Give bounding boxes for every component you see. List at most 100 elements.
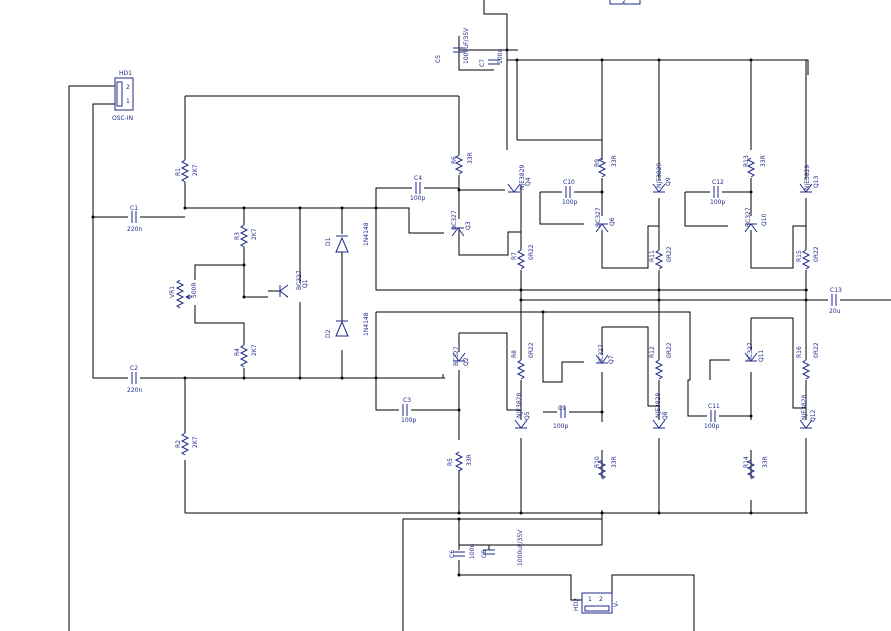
svg-text:100n: 100n xyxy=(469,544,476,559)
svg-text:NJE3828: NJE3828 xyxy=(516,392,523,418)
junctions xyxy=(91,48,808,577)
transistor-q5: NJE3828 Q5 xyxy=(514,392,531,429)
svg-text:1N4148: 1N4148 xyxy=(363,312,370,336)
resistor-r12: R12 0R22 xyxy=(649,342,673,380)
hd2-pin1: 1 xyxy=(588,596,592,603)
svg-text:Q1: Q1 xyxy=(302,279,309,288)
svg-text:R12: R12 xyxy=(649,346,656,358)
svg-text:R15: R15 xyxy=(796,250,803,262)
svg-text:BC327: BC327 xyxy=(296,270,303,290)
hd1-name: OSC-IN xyxy=(112,115,133,122)
svg-text:BC327: BC327 xyxy=(747,342,754,362)
svg-text:Q12: Q12 xyxy=(810,409,817,422)
svg-text:C11: C11 xyxy=(708,403,720,410)
svg-text:C9: C9 xyxy=(558,405,566,412)
svg-text:Q6: Q6 xyxy=(609,217,616,226)
capacitor-c13: C13 20u xyxy=(829,287,842,315)
svg-text:C5: C5 xyxy=(435,55,442,63)
resistor-r9: R9 33R xyxy=(594,155,618,178)
svg-text:Q9: Q9 xyxy=(665,177,672,186)
resistor-r15: R15 0R22 xyxy=(796,246,820,270)
svg-text:R7: R7 xyxy=(511,252,518,260)
svg-text:100p: 100p xyxy=(410,195,425,202)
hd1-pin1: 1 xyxy=(126,98,130,105)
svg-text:R2: R2 xyxy=(175,440,182,448)
svg-text:1000uF/35V: 1000uF/35V xyxy=(517,529,524,566)
resistor-r5: R5 33R xyxy=(447,451,473,472)
svg-text:100p: 100p xyxy=(704,423,719,430)
capacitor-c10: C10 100p xyxy=(562,179,577,206)
resistor-r13: R13 33R xyxy=(743,155,767,178)
svg-text:0R22: 0R22 xyxy=(666,246,673,262)
svg-text:BC327: BC327 xyxy=(453,346,460,366)
svg-text:33R: 33R xyxy=(611,456,618,468)
svg-text:Q13: Q13 xyxy=(813,175,820,188)
svg-text:R9: R9 xyxy=(594,159,601,167)
transistor-q11: BC327 Q11 xyxy=(744,342,765,362)
svg-text:D2: D2 xyxy=(325,329,332,338)
svg-text:D1: D1 xyxy=(325,237,332,246)
svg-text:33R: 33R xyxy=(611,155,618,167)
resistor-r4: R4 2K7 xyxy=(234,344,258,368)
wires xyxy=(68,0,891,631)
svg-text:Q2: Q2 xyxy=(463,357,470,366)
resistor-r14: R14 33R xyxy=(743,456,769,480)
svg-text:R16: R16 xyxy=(796,346,803,358)
hd1-ref: HD1 xyxy=(119,70,132,77)
hd2-pin2: 2 xyxy=(599,596,603,603)
resistor-r8: R8 0R22 xyxy=(511,342,535,380)
svg-text:C7: C7 xyxy=(479,59,486,67)
resistor-r2: R2 2K7 xyxy=(175,432,199,456)
transistor-q9: NJE3829 Q9 xyxy=(652,162,672,193)
capacitor-c7: C7 100n xyxy=(479,49,504,67)
svg-text:Q5: Q5 xyxy=(524,411,531,420)
svg-text:0R22: 0R22 xyxy=(528,342,535,358)
svg-text:C8: C8 xyxy=(481,550,488,558)
svg-text:2K7: 2K7 xyxy=(192,164,199,176)
resistor-r3: R3 2K7 xyxy=(234,224,258,248)
transistor-q8: NJE3828 Q8 xyxy=(652,392,669,429)
resistor-r11: R11 0R22 xyxy=(649,246,673,270)
svg-text:NJE3829: NJE3829 xyxy=(519,164,526,190)
svg-text:Q4: Q4 xyxy=(525,177,532,186)
svg-text:C2: C2 xyxy=(130,365,138,372)
svg-text:100p: 100p xyxy=(562,199,577,206)
svg-text:R3: R3 xyxy=(234,232,241,240)
transistor-q6: BC327 Q6 xyxy=(595,207,616,233)
svg-text:C1: C1 xyxy=(130,205,138,212)
svg-text:NJE3829: NJE3829 xyxy=(804,164,811,190)
svg-text:0R22: 0R22 xyxy=(528,244,535,260)
capacitor-c5: C5 1000uF/35V xyxy=(435,27,470,64)
svg-text:0R22: 0R22 xyxy=(813,246,820,262)
svg-text:BC327: BC327 xyxy=(598,344,605,364)
svg-text:R4: R4 xyxy=(234,348,241,356)
hd2-ref: HD2 xyxy=(573,598,580,611)
svg-text:C4: C4 xyxy=(414,175,422,182)
svg-text:NJE3829: NJE3829 xyxy=(656,162,663,188)
connector-hd1: HD1 2 1 OSC-IN xyxy=(112,70,134,122)
transistor-q2: BC327 Q2 xyxy=(452,346,470,366)
transistor-q12: NJE3828 Q12 xyxy=(799,394,817,429)
svg-text:2K7: 2K7 xyxy=(251,228,258,240)
svg-text:BC327: BC327 xyxy=(595,207,602,227)
top-connector-pin: 2 xyxy=(622,0,626,5)
svg-text:BC327: BC327 xyxy=(745,207,752,227)
capacitor-c6: C6 100n xyxy=(449,544,476,559)
svg-text:100n: 100n xyxy=(497,49,504,64)
svg-text:220n: 220n xyxy=(127,226,142,233)
capacitor-c1: C1 220n xyxy=(127,205,142,233)
svg-text:0R22: 0R22 xyxy=(813,342,820,358)
svg-text:NJE3828: NJE3828 xyxy=(801,394,808,420)
svg-text:Q11: Q11 xyxy=(758,349,765,362)
svg-text:BC327: BC327 xyxy=(451,210,458,230)
svg-text:C13: C13 xyxy=(830,287,842,294)
diode-d2: D2 1N4148 xyxy=(325,312,370,338)
svg-text:20u: 20u xyxy=(829,308,841,315)
svg-text:Q7: Q7 xyxy=(608,355,615,364)
svg-text:R11: R11 xyxy=(649,250,656,262)
connector-hd2: HD2 1 2 V- xyxy=(573,592,620,614)
svg-text:R6: R6 xyxy=(451,156,458,164)
svg-text:R1: R1 xyxy=(175,168,182,176)
transistor-q1: BC327 Q1 xyxy=(279,270,309,298)
svg-text:C12: C12 xyxy=(712,179,724,186)
